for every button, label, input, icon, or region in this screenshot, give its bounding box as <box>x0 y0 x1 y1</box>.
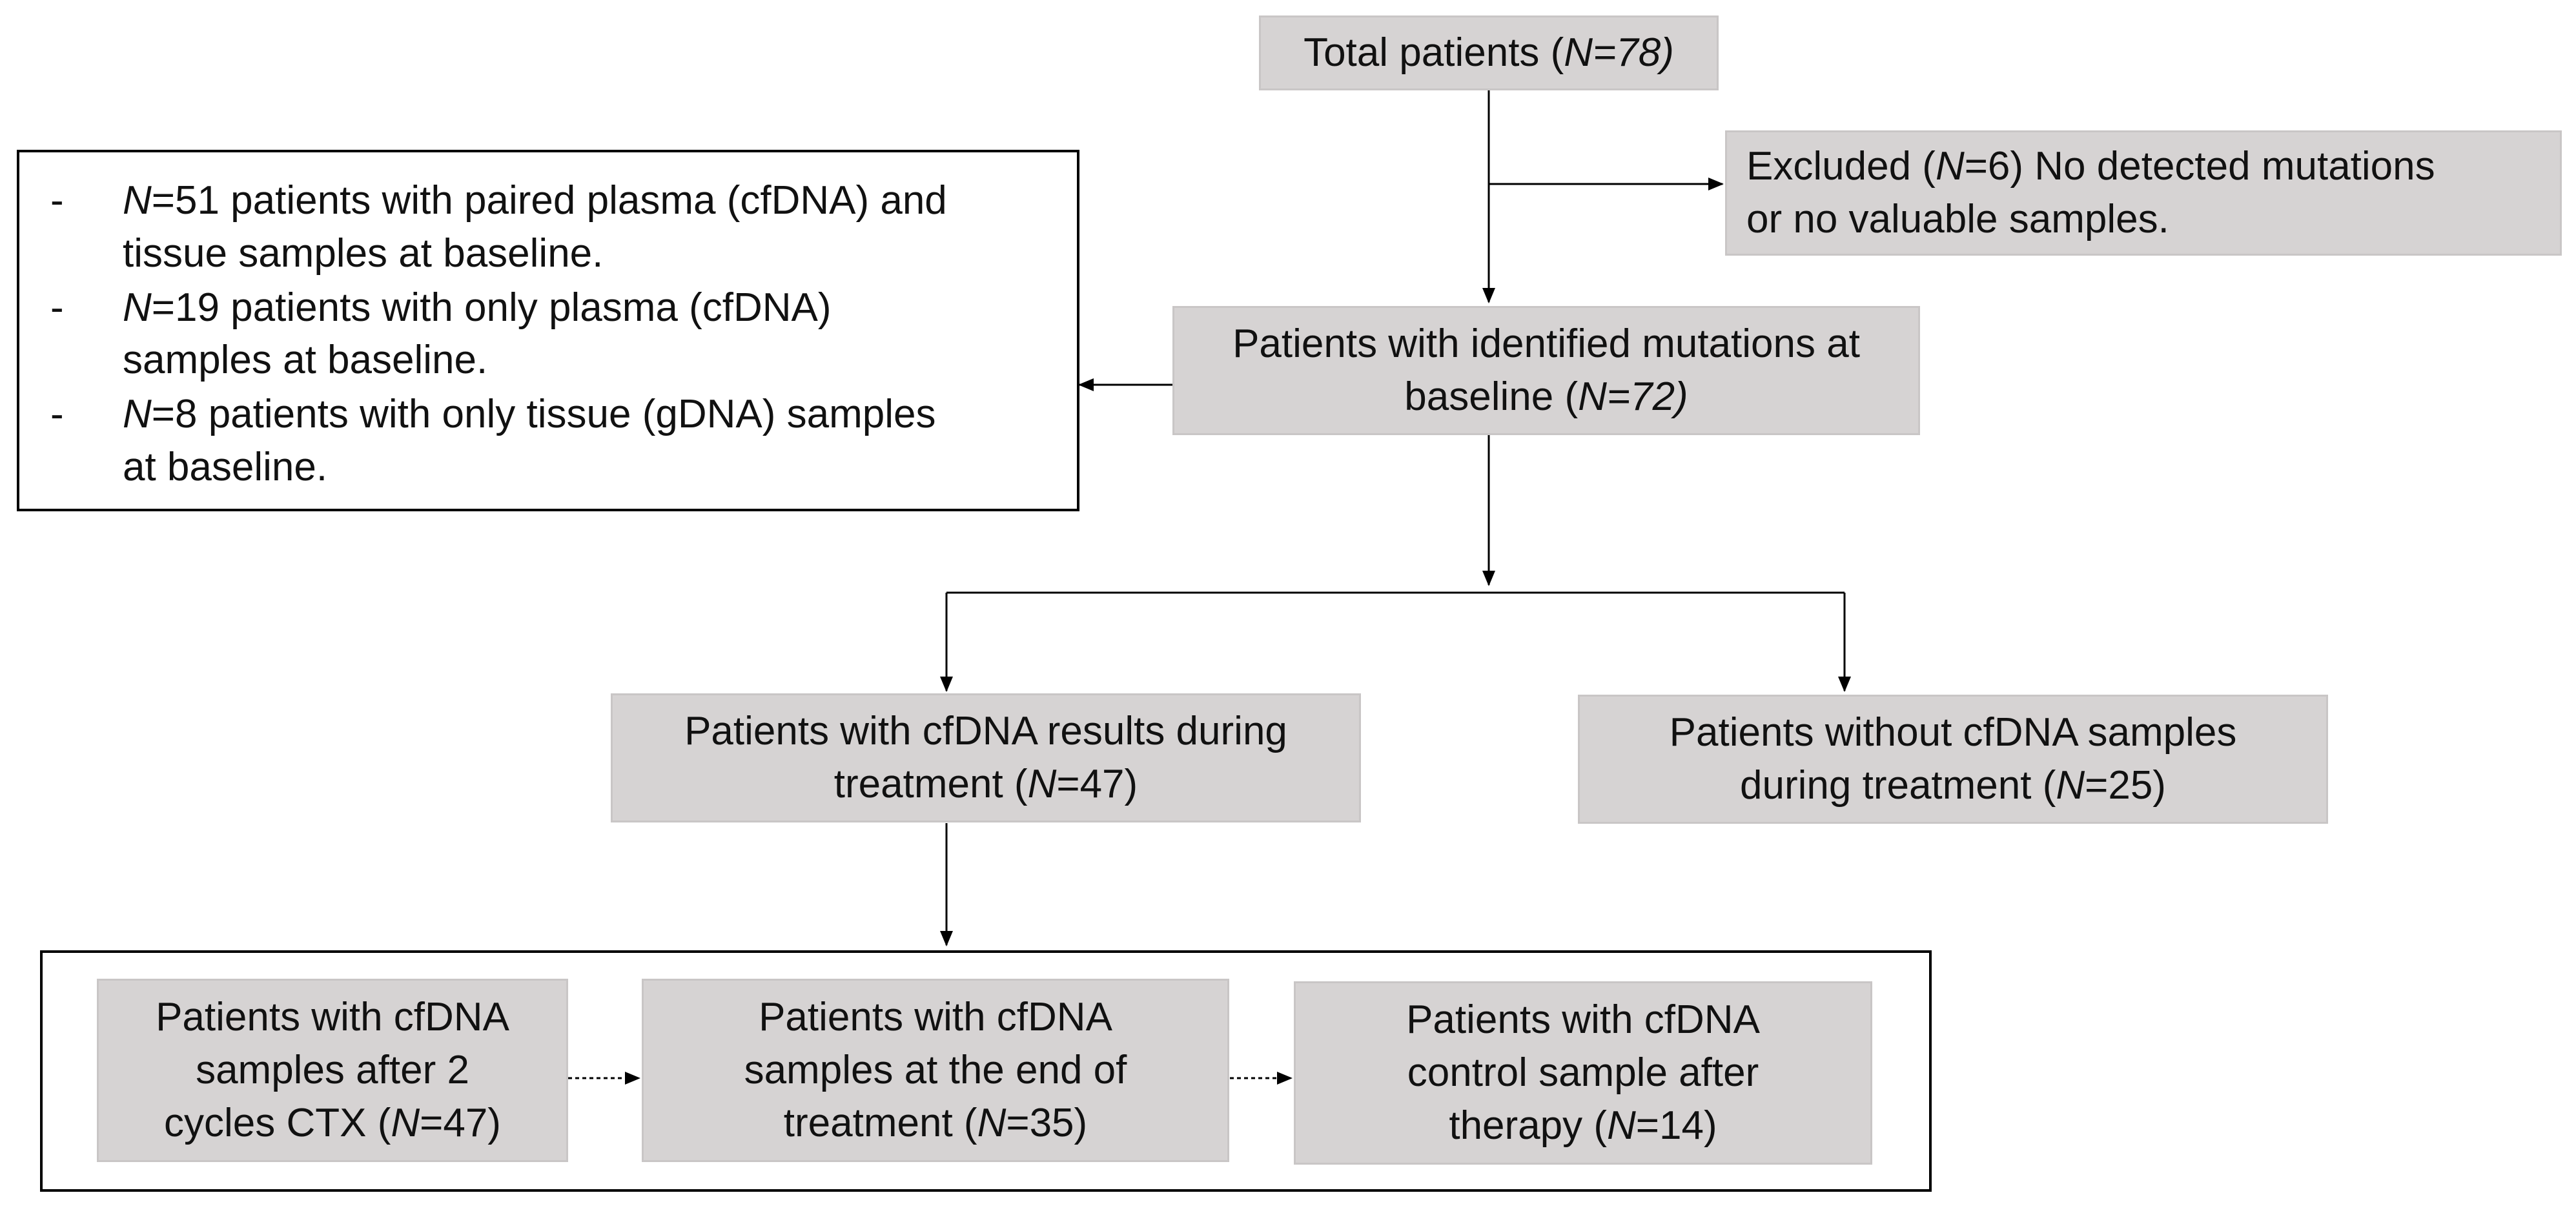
total-patients-label: Total patients (N=78) <box>1303 30 1674 76</box>
identified-mutations-label: Patients with identified mutations at ba… <box>1232 322 1860 419</box>
control-after-therapy-box: Patients with cfDNA control sample after… <box>1294 981 1872 1165</box>
list-item: -N=8 patients with only tissue (gDNA) sa… <box>50 392 936 490</box>
without-cfdna-samples-box: Patients without cfDNA samples during tr… <box>1578 695 2328 824</box>
after-2-cycles-box: Patients with cfDNA samples after 2 cycl… <box>97 979 568 1162</box>
list-item: -N=51 patients with paired plasma (cfDNA… <box>50 178 947 276</box>
baseline-samples-list: -N=51 patients with paired plasma (cfDNA… <box>19 152 1077 494</box>
identified-mutations-box: Patients with identified mutations at ba… <box>1172 306 1920 435</box>
follow-up-samples-group <box>40 950 1932 1192</box>
after-2-cycles-label: Patients with cfDNA samples after 2 cycl… <box>156 995 509 1145</box>
with-cfdna-results-label: Patients with cfDNA results during treat… <box>684 709 1287 806</box>
excluded-label: Excluded (N=6) No detected mutations or … <box>1746 144 2435 241</box>
baseline-samples-info-box: -N=51 patients with paired plasma (cfDNA… <box>17 150 1079 511</box>
control-after-therapy-label: Patients with cfDNA control sample after… <box>1406 997 1760 1148</box>
with-cfdna-results-box: Patients with cfDNA results during treat… <box>611 693 1361 822</box>
total-patients-box: Total patients (N=78) <box>1259 15 1719 90</box>
end-of-treatment-label: Patients with cfDNA samples at the end o… <box>744 995 1127 1145</box>
end-of-treatment-box: Patients with cfDNA samples at the end o… <box>642 979 1229 1162</box>
list-item: -N=19 patients with only plasma (cfDNA)s… <box>50 285 832 383</box>
without-cfdna-samples-label: Patients without cfDNA samples during tr… <box>1669 710 2237 808</box>
excluded-box: Excluded (N=6) No detected mutations or … <box>1725 130 2562 256</box>
